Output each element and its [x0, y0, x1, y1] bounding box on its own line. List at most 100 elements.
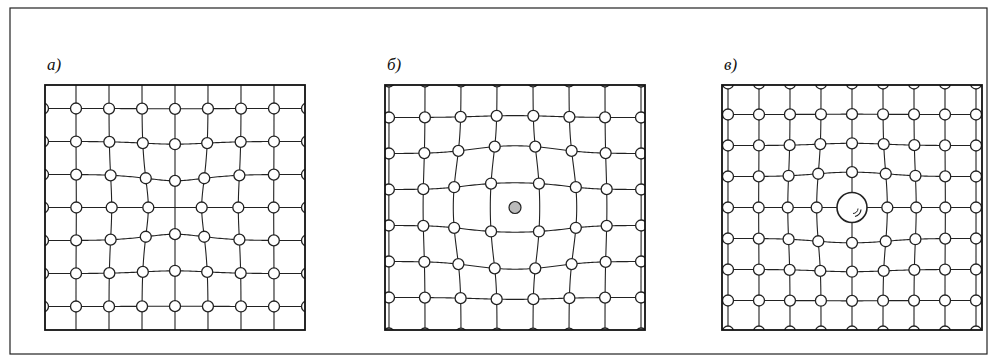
atom — [878, 139, 889, 150]
atom — [847, 138, 858, 149]
atom — [971, 233, 982, 244]
atom — [455, 111, 466, 122]
atom — [106, 202, 117, 213]
atom — [268, 202, 279, 213]
atom — [753, 202, 764, 213]
atom — [940, 109, 951, 120]
atom — [847, 109, 858, 120]
atom — [202, 301, 213, 312]
atom — [453, 259, 464, 270]
atom — [419, 292, 430, 303]
atom — [847, 167, 858, 178]
atom — [530, 263, 541, 274]
atom — [815, 139, 826, 150]
atom — [419, 256, 430, 267]
atom — [878, 109, 889, 120]
atom — [971, 295, 982, 306]
atom — [234, 170, 245, 181]
atom — [105, 170, 116, 181]
atom — [533, 226, 544, 237]
atom — [104, 268, 115, 279]
atom — [268, 268, 279, 279]
atom — [137, 138, 148, 149]
atom — [199, 173, 210, 184]
atom — [235, 136, 246, 147]
atom — [137, 266, 148, 277]
atom — [910, 234, 921, 245]
atom — [600, 148, 611, 159]
atom — [813, 236, 824, 247]
atom — [71, 301, 82, 312]
atom — [104, 103, 115, 114]
atom — [909, 264, 920, 275]
atom — [940, 233, 951, 244]
atom — [722, 109, 733, 120]
atom — [235, 268, 246, 279]
atom — [566, 259, 577, 270]
atom — [418, 184, 429, 195]
atom — [971, 140, 982, 151]
atom — [722, 140, 733, 151]
atom — [71, 136, 82, 147]
atom — [880, 236, 891, 247]
atom — [105, 234, 116, 245]
atom — [784, 295, 795, 306]
atom — [170, 301, 181, 312]
panel-label: в) — [724, 56, 737, 73]
atom — [784, 109, 795, 120]
atom — [722, 295, 733, 306]
atom — [784, 140, 795, 151]
atom — [722, 264, 733, 275]
atom — [489, 263, 500, 274]
atom — [268, 136, 279, 147]
atom — [137, 103, 148, 114]
atom — [753, 295, 764, 306]
atom — [811, 202, 822, 213]
atom — [815, 109, 826, 120]
atom — [71, 268, 82, 279]
atom — [910, 170, 921, 181]
lattice-panels — [15, 55, 995, 359]
atom — [971, 264, 982, 275]
atom — [528, 110, 539, 121]
atom — [909, 140, 920, 151]
atom — [909, 295, 920, 306]
atom — [570, 222, 581, 233]
interstitial-atom — [509, 202, 521, 214]
atom — [385, 148, 394, 159]
atom — [489, 141, 500, 152]
atom — [566, 145, 577, 156]
atom — [636, 184, 645, 195]
atom — [753, 109, 764, 120]
atom — [636, 148, 645, 159]
atom — [491, 294, 502, 305]
atom — [202, 138, 213, 149]
atom — [418, 220, 429, 231]
panel-frame — [722, 85, 982, 330]
atom — [971, 109, 982, 120]
atom — [202, 266, 213, 277]
atom — [143, 202, 154, 213]
atom — [940, 171, 951, 182]
vacancy-lattice — [15, 55, 335, 359]
atom — [486, 226, 497, 237]
atom — [233, 202, 244, 213]
atom — [533, 178, 544, 189]
atom — [71, 202, 82, 213]
atom — [385, 256, 394, 267]
atom — [753, 233, 764, 244]
atom — [940, 295, 951, 306]
atom — [140, 231, 151, 242]
atom — [847, 237, 858, 248]
atom — [564, 293, 575, 304]
atom — [882, 202, 893, 213]
atom — [636, 292, 645, 303]
atom — [753, 140, 764, 151]
atom — [137, 301, 148, 312]
panel-frame — [385, 85, 645, 330]
atom — [202, 103, 213, 114]
atom — [528, 294, 539, 305]
atom — [385, 184, 394, 195]
